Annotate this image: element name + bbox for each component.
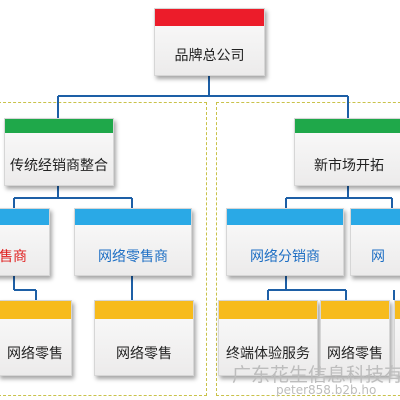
outlet-node-r1: 终端体验服务	[218, 300, 318, 376]
outlet-r1-bar	[219, 301, 317, 319]
branch-right-bar	[295, 119, 400, 133]
channel-left-partial-label: 售商	[0, 249, 27, 265]
outlet-r2-bar	[321, 301, 389, 319]
channel-right-partial-label: 网	[371, 249, 385, 265]
outlet-node-l1: 网络零售	[0, 300, 72, 376]
outlet-r1-label: 终端体验服务	[226, 346, 310, 362]
watermark-line1: 广东花生信息科技有	[232, 364, 400, 386]
right-group-box	[216, 102, 400, 396]
channel-node-right-partial: 网	[350, 208, 400, 276]
channel-node-left-online: 网络零售商	[74, 208, 192, 276]
branch-node-right: 新市场开拓	[294, 118, 400, 186]
outlet-l1-bar	[0, 301, 71, 319]
outlet-l2-bar	[95, 301, 193, 319]
root-node-bar	[155, 9, 264, 26]
outlet-r2-label: 网络零售	[327, 346, 383, 362]
channel-node-left-partial: 售商	[0, 208, 50, 276]
root-node: 品牌总公司	[154, 8, 265, 76]
outlet-node-r3	[394, 300, 400, 376]
branch-node-left: 传统经销商整合	[4, 118, 114, 186]
channel-right-online-bar	[227, 209, 343, 225]
outlet-node-l2: 网络零售	[94, 300, 194, 376]
branch-left-bar	[5, 119, 113, 133]
left-group-box	[0, 102, 207, 396]
root-node-label: 品牌总公司	[174, 48, 245, 64]
channel-left-partial-bar	[0, 209, 49, 225]
outlet-node-r2: 网络零售	[320, 300, 390, 376]
channel-left-online-bar	[75, 209, 191, 225]
outlet-l1-label: 网络零售	[7, 346, 63, 362]
outlet-r3-bar	[395, 301, 400, 319]
branch-right-label: 新市场开拓	[314, 158, 384, 174]
branch-left-label: 传统经销商整合	[10, 158, 108, 174]
watermark-line2: peter858.b2b.ho	[276, 383, 377, 397]
channel-node-right-online: 网络分销商	[226, 208, 344, 276]
channel-right-online-label: 网络分销商	[250, 249, 320, 265]
outlet-l2-label: 网络零售	[116, 346, 172, 362]
channel-right-partial-bar	[351, 209, 400, 225]
channel-left-online-label: 网络零售商	[98, 249, 168, 265]
